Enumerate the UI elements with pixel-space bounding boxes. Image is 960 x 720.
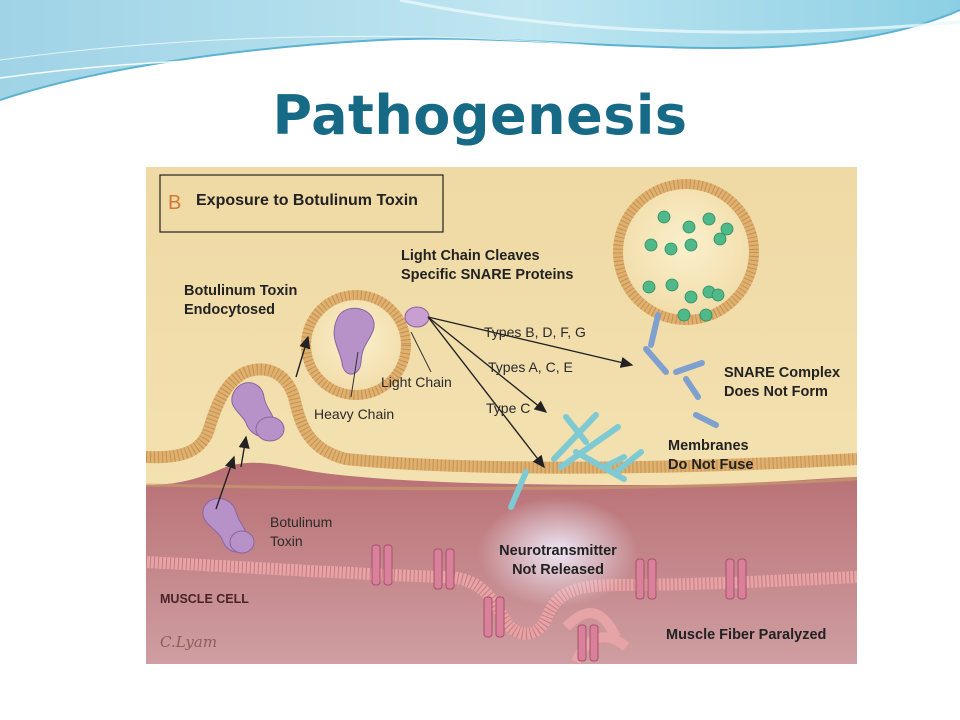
- acetylcholine-receptors: [371, 544, 747, 662]
- neurotransmitter-glow: [478, 497, 638, 607]
- label-snare-complex-line2: Does Not Form: [724, 384, 828, 400]
- label-type-c: Type C: [486, 400, 530, 416]
- label-light-chain: Light Chain: [381, 374, 452, 390]
- label-neurotransmitter-line2: Not Released: [512, 562, 604, 578]
- label-membranes-line1: Membranes: [668, 438, 749, 454]
- label-neurotransmitter-line1: Neurotransmitter: [499, 543, 617, 559]
- label-botulinum-toxin-line1: Botulinum: [270, 514, 332, 530]
- label-heavy-chain: Heavy Chain: [314, 406, 394, 422]
- botulinum-pathogenesis-diagram: B Exposure to Botulinum Toxin: [146, 167, 857, 664]
- panel-title: Exposure to Botulinum Toxin: [196, 192, 418, 209]
- leader-lines: [350, 331, 432, 398]
- label-snare-complex-line1: SNARE Complex: [724, 365, 840, 381]
- label-light-chain-cleaves-line2: Specific SNARE Proteins: [401, 267, 573, 283]
- label-botulinum-toxin-line2: Toxin: [270, 533, 303, 549]
- panel-title-box: [159, 174, 444, 233]
- label-toxin-endocytosed-line2: Endocytosed: [184, 302, 275, 318]
- process-arrows: [215, 316, 634, 510]
- label-toxin-endocytosed-line1: Botulinum Toxin: [184, 283, 297, 299]
- label-types-ace: Types A, C, E: [488, 359, 573, 375]
- label-membranes-line2: Do Not Fuse: [668, 457, 753, 473]
- snare-fragments-blue: [643, 312, 719, 428]
- label-types-bdfg: Types B, D, F, G: [484, 324, 586, 340]
- illustrator-signature: C.Lyam: [160, 633, 217, 651]
- slide-title: Pathogenesis: [272, 84, 688, 147]
- panel-letter: B: [168, 192, 181, 214]
- presynaptic-membrane: [146, 363, 857, 474]
- label-light-chain-cleaves-line1: Light Chain Cleaves: [401, 248, 540, 264]
- botulinum-toxin-shapes: [202, 306, 430, 554]
- neurotransmitter-dots: [642, 210, 734, 322]
- label-muscle-fiber-paralyzed: Muscle Fiber Paralyzed: [666, 627, 826, 643]
- label-muscle-cell: MUSCLE CELL: [160, 592, 249, 606]
- snare-fragments-cyan: [508, 412, 644, 510]
- header-wave-decoration: [0, 0, 960, 101]
